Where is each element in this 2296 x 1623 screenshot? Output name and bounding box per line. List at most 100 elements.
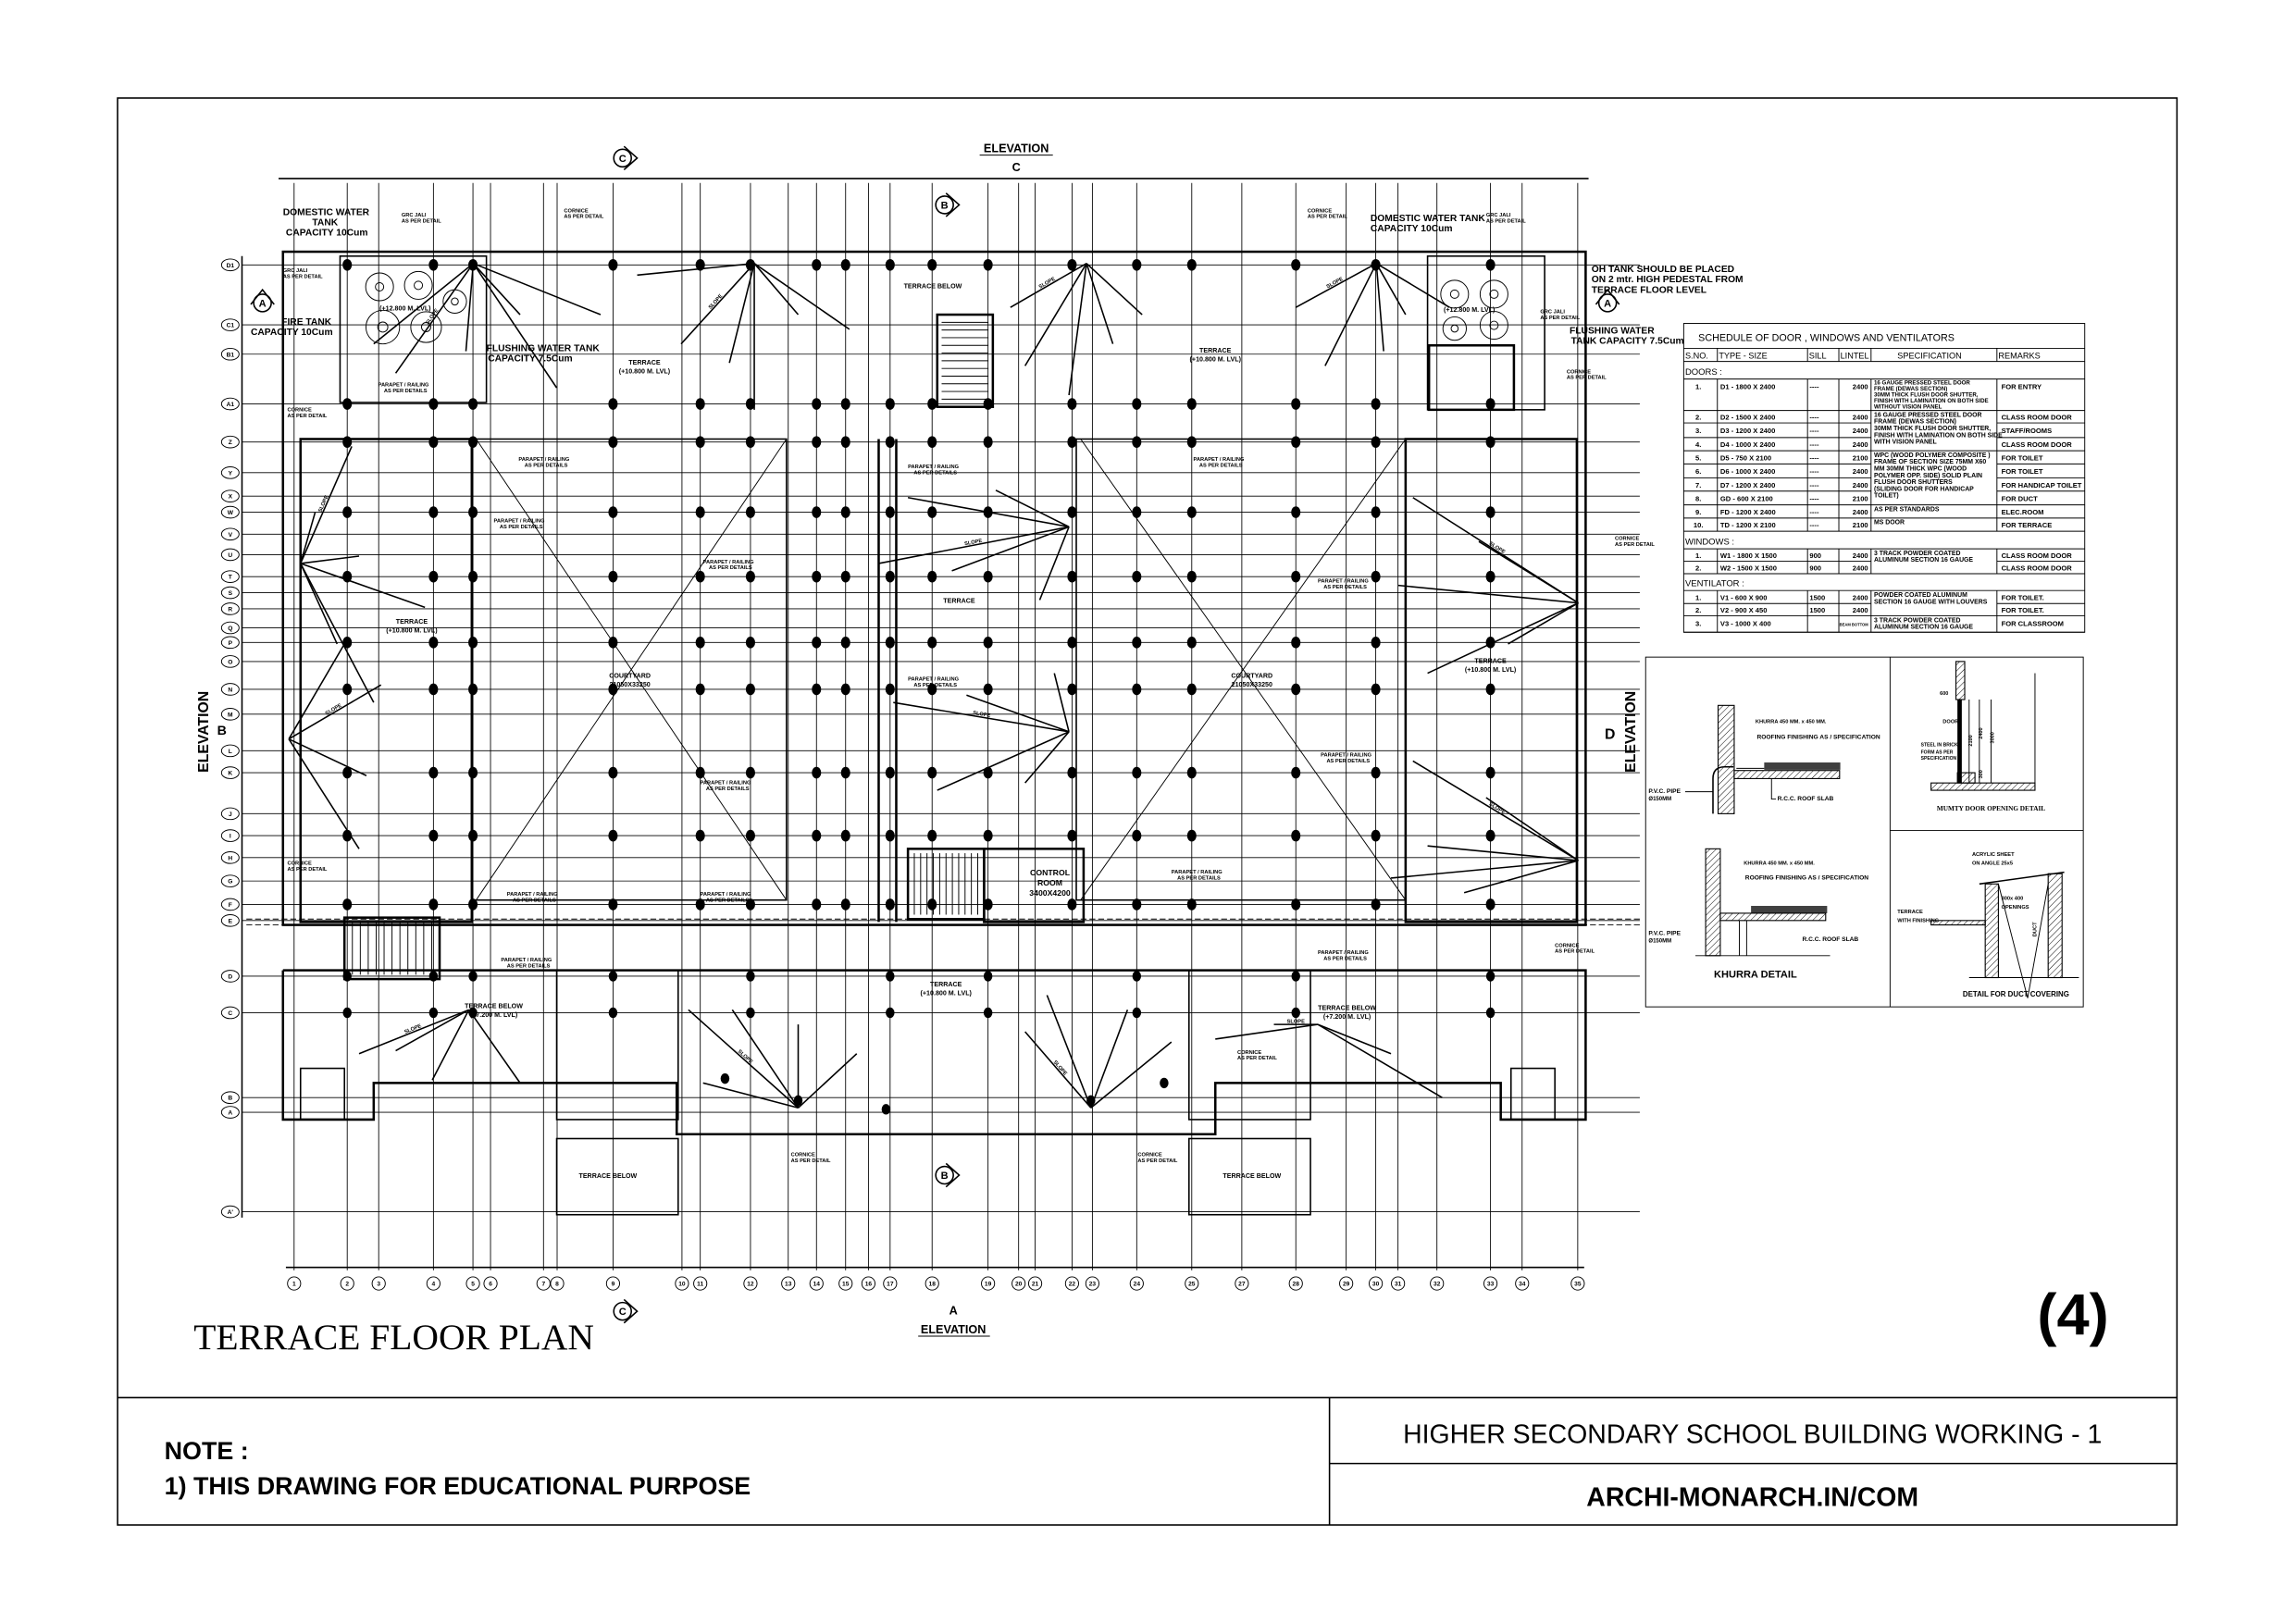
- svg-text:C: C: [1012, 161, 1021, 174]
- structural-column: [428, 436, 439, 448]
- table-cell-type: D5 - 750 X 2100: [1720, 453, 1771, 462]
- table-cell-sno: 2.: [1695, 564, 1701, 572]
- note-heading: NOTE :: [165, 1437, 249, 1465]
- structural-column: [342, 506, 353, 518]
- grid-bubble: [1430, 1276, 1445, 1291]
- table-cell-lintel: 2100: [1853, 521, 1868, 529]
- water-tank-icon: [420, 322, 431, 332]
- structural-column: [983, 829, 993, 842]
- structural-column: [695, 258, 705, 271]
- structural-column: [720, 1072, 730, 1084]
- table-cell-type: V2 - 900 X 450: [1720, 606, 1768, 614]
- grid-row-label: D: [228, 973, 232, 980]
- table-cell-remarks: FOR HANDICAP TOILET: [2002, 481, 2082, 489]
- structural-column: [812, 570, 822, 583]
- table-cell-lintel: 2400: [1853, 593, 1868, 601]
- svg-text:PARAPET / RAILING: PARAPET / RAILING: [908, 676, 959, 682]
- section-marker-circle: [1597, 293, 1618, 313]
- grid-column-label: 1: [292, 1282, 296, 1288]
- structural-column: [1485, 506, 1496, 518]
- structural-column: [1067, 829, 1077, 842]
- staircase-outline: [1427, 343, 1516, 412]
- mumty-detail-title: MUMTY DOOR OPENING DETAIL: [1937, 805, 2045, 812]
- structural-column: [885, 570, 895, 583]
- svg-text:PARAPET / RAILING: PARAPET / RAILING: [1318, 578, 1369, 584]
- table-cell-lintel: 2400: [1853, 427, 1868, 435]
- table-cell-specification: POWDER COATED ALUMINUM: [1874, 592, 1967, 599]
- slope-arrow-line: [465, 263, 475, 352]
- table-cell-specification: MM 30MM THICK WPC (WOOD: [1874, 465, 1967, 472]
- structural-column: [745, 829, 755, 842]
- structural-column: [695, 436, 705, 448]
- structural-column: [1067, 436, 1077, 448]
- table-cell-sill: ----: [1809, 414, 1819, 422]
- grid-bubble: [861, 1276, 876, 1291]
- svg-text:AS PER DETAIL: AS PER DETAIL: [1308, 215, 1347, 220]
- water-tank-icon: [1479, 279, 1508, 309]
- slope-arrow-line: [358, 1009, 469, 1055]
- structural-column: [608, 398, 618, 410]
- slope-arrow-line: [473, 262, 602, 316]
- elevation-letter-right: D: [1605, 727, 1615, 743]
- structural-column: [468, 570, 478, 583]
- svg-text:AS PER DETAILS: AS PER DETAILS: [384, 389, 428, 394]
- structural-column: [342, 766, 353, 779]
- svg-text:PARAPET / RAILING: PARAPET / RAILING: [703, 560, 754, 565]
- structural-column: [840, 683, 850, 696]
- table-cell-specification: 16 GAUGE PRESSED STEEL DOOR: [1874, 380, 1970, 387]
- structural-column: [1067, 398, 1077, 410]
- section-marker-circle: [935, 1165, 954, 1185]
- structural-column: [342, 898, 353, 911]
- courtyard-label: COURTYARD: [609, 672, 651, 679]
- table-cell-remarks: FOR DUCT: [2002, 494, 2039, 502]
- structural-column: [342, 258, 353, 271]
- svg-text:STEEL IN BRICK: STEEL IN BRICK: [1921, 743, 1958, 749]
- structural-column: [695, 506, 705, 518]
- courtyard-outline: [1075, 438, 1407, 901]
- grid-row-label: L: [229, 749, 232, 755]
- svg-text:AS PER DETAIL: AS PER DETAIL: [288, 867, 328, 873]
- water-tank-icon: [375, 282, 385, 291]
- grid-bubble: [220, 744, 240, 758]
- svg-text:FORM AS PER: FORM AS PER: [1921, 750, 1954, 756]
- svg-text:300: 300: [1979, 770, 1984, 778]
- table-cell-lintel: 2400: [1853, 481, 1868, 489]
- table-cell-specification: 3 TRACK POWDER COATED: [1874, 617, 1961, 624]
- grid-bubble: [371, 1276, 386, 1291]
- svg-text:DUCT: DUCT: [2033, 922, 2039, 936]
- structural-column: [1291, 436, 1301, 448]
- slope-arrow-line: [300, 446, 353, 564]
- table-cell-remarks: FOR TERRACE: [2002, 521, 2053, 529]
- structural-column: [1291, 683, 1301, 696]
- structural-column: [695, 683, 705, 696]
- grid-bubble: [220, 318, 240, 331]
- slope-arrow-line: [951, 526, 1070, 572]
- svg-text:TERRACE BELOW: TERRACE BELOW: [1318, 1004, 1376, 1011]
- structural-column: [812, 506, 822, 518]
- structural-column: [927, 436, 937, 448]
- grid-column-label: 5: [471, 1282, 475, 1288]
- svg-text:Ø150MM: Ø150MM: [1648, 939, 1671, 945]
- grid-column-label: 2: [345, 1282, 349, 1288]
- section-marker-label: B: [941, 1171, 949, 1182]
- slope-label: SLOPE: [973, 711, 991, 719]
- slope-arrow-line: [1215, 1023, 1319, 1040]
- table-cell-specification: FRAME (DEWAS SECTION): [1874, 386, 1947, 392]
- slope-label: SLOPE: [317, 494, 329, 513]
- tank-label: DOMESTIC WATER TANK: [1371, 214, 1486, 224]
- svg-text:CORNICE: CORNICE: [1615, 537, 1639, 542]
- structural-column: [983, 258, 993, 271]
- project-title: HIGHER SECONDARY SCHOOL BUILDING WORKING…: [1403, 1419, 2102, 1449]
- svg-text:ACRYLIC SHEET: ACRYLIC SHEET: [1972, 852, 2015, 858]
- grid-bubble: [220, 570, 240, 583]
- structural-column: [1485, 398, 1496, 410]
- grid-column-label: 21: [1032, 1282, 1039, 1288]
- structural-column: [1371, 436, 1381, 448]
- structural-column: [840, 506, 850, 518]
- grid-column-label: 11: [697, 1282, 703, 1288]
- structural-column: [1132, 258, 1142, 271]
- slope-arrow-line: [1068, 263, 1087, 396]
